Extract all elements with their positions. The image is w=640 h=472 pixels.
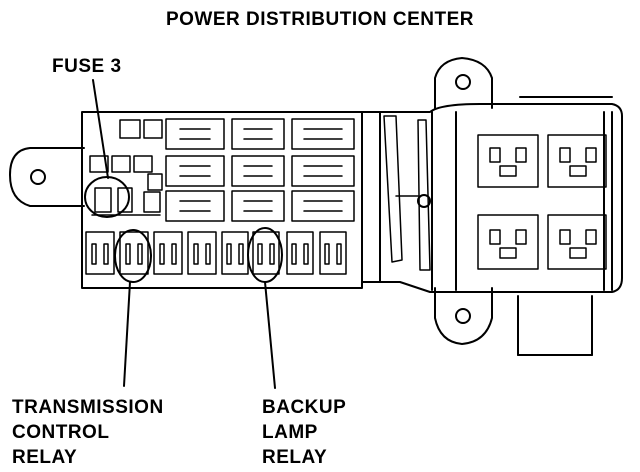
iso-relay-block — [477, 134, 607, 270]
left-mounting-ear — [9, 147, 85, 207]
fuse-3-circle — [84, 176, 130, 218]
transmission-relay-leader — [123, 281, 131, 387]
transmission-control-relay-label: TRANSMISSION CONTROL RELAY — [12, 395, 164, 470]
fuse-3 — [94, 187, 112, 213]
small-fuse-block — [89, 119, 163, 216]
backup-lamp-relay-label: BACKUP LAMP RELAY — [262, 395, 346, 470]
diagram-title: POWER DISTRIBUTION CENTER — [165, 9, 475, 30]
label-line: LAMP — [262, 422, 318, 443]
backup-relay-leader — [264, 281, 276, 389]
bottom-mounting-tab — [434, 287, 593, 356]
label-line: BACKUP — [262, 397, 347, 418]
label-line: RELAY — [12, 447, 78, 468]
main-housing — [81, 103, 623, 293]
callout-leaders — [84, 79, 283, 389]
label-line: RELAY — [262, 447, 328, 468]
backup-lamp-relay — [252, 231, 280, 275]
label-line: CONTROL — [12, 422, 110, 443]
maxi-fuse-array — [165, 118, 355, 222]
fuse-3-leader — [92, 79, 109, 179]
transmission-relay-circle — [114, 229, 152, 283]
label-line: TRANSMISSION — [12, 397, 164, 418]
top-mounting-tab — [434, 57, 613, 109]
mini-relay-row — [85, 231, 347, 275]
transmission-control-relay — [119, 231, 149, 275]
fuse-3-label: FUSE 3 — [52, 56, 122, 77]
